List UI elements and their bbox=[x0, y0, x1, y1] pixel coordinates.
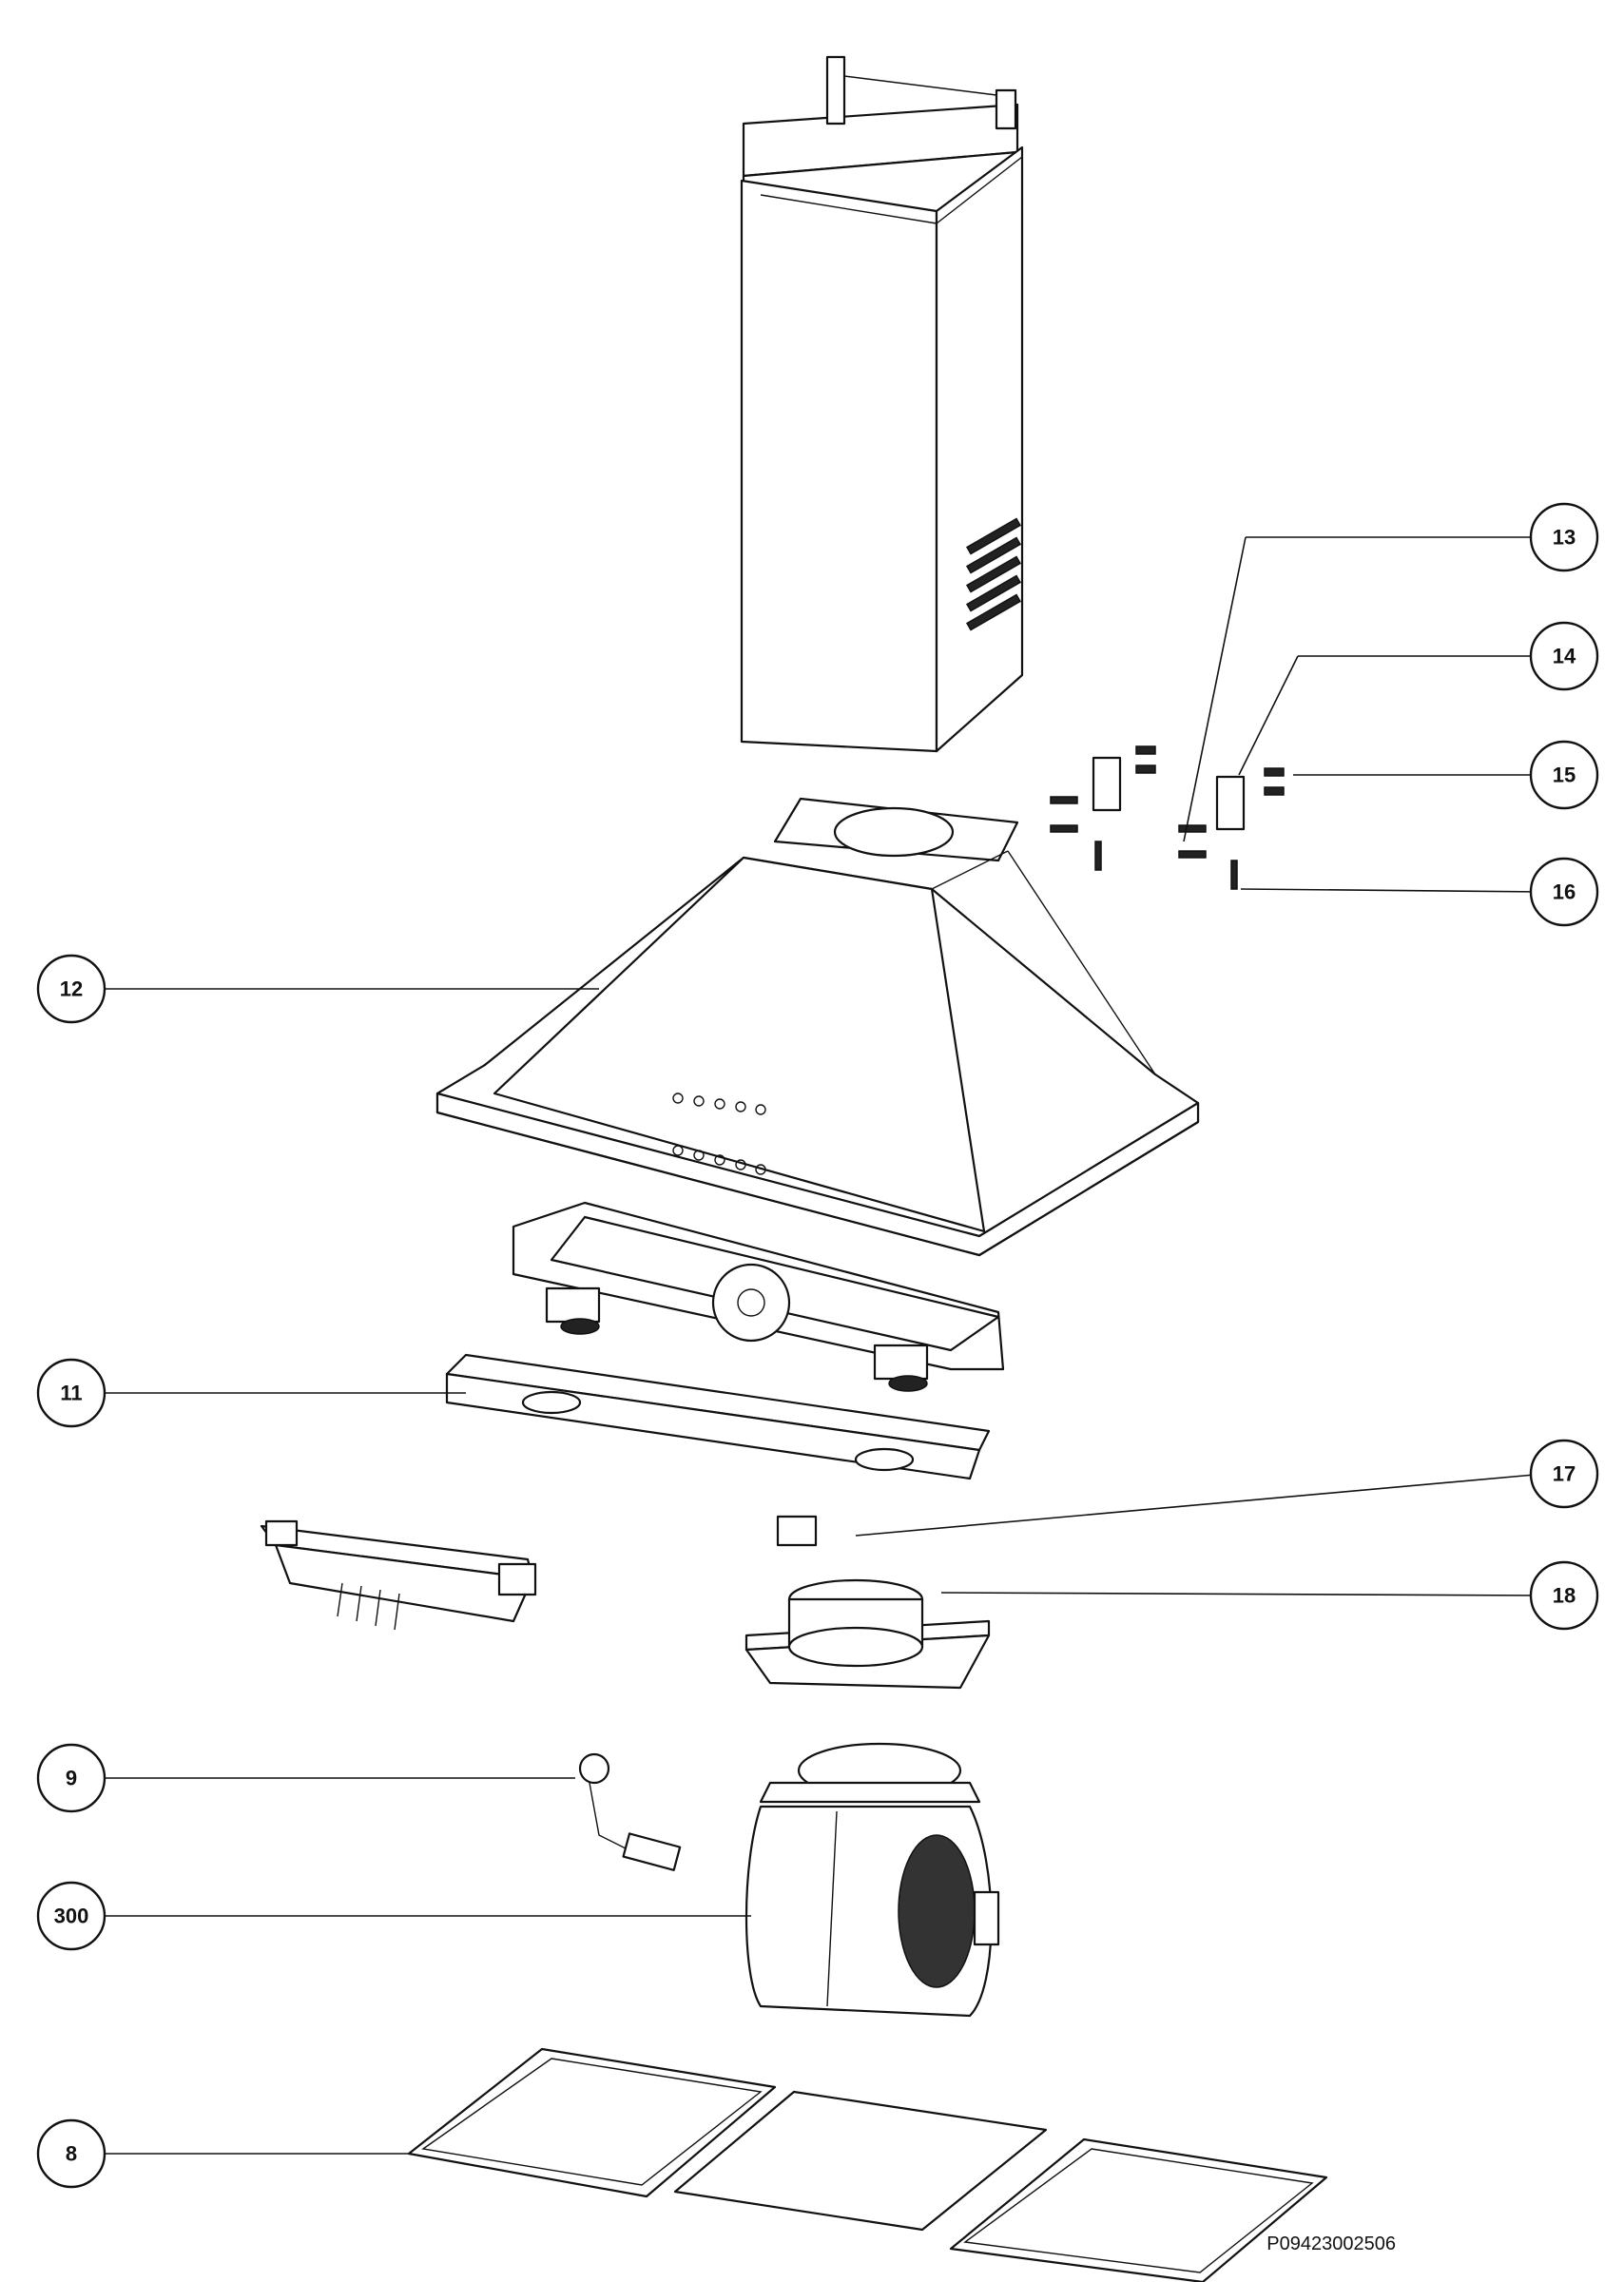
lamp-part bbox=[578, 1752, 682, 1871]
callout-8-label: 8 bbox=[66, 2142, 77, 2166]
callout-15: 15 bbox=[1529, 740, 1599, 810]
callout-9-label: 9 bbox=[66, 1767, 77, 1790]
callout-14-label: 14 bbox=[1553, 645, 1576, 668]
callout-300-label: 300 bbox=[54, 1905, 89, 1928]
callout-300: 300 bbox=[36, 1881, 106, 1951]
leader-lines bbox=[95, 536, 1546, 2155]
callout-9: 9 bbox=[36, 1743, 106, 1813]
callout-13: 13 bbox=[1529, 502, 1599, 572]
callout-17: 17 bbox=[1529, 1439, 1599, 1509]
callout-16: 16 bbox=[1529, 857, 1599, 927]
callout-14: 14 bbox=[1529, 621, 1599, 691]
chimney-duct bbox=[740, 55, 1024, 753]
callout-18: 18 bbox=[1529, 1560, 1599, 1631]
lamp-panel bbox=[445, 1353, 991, 1480]
callout-18-label: 18 bbox=[1553, 1584, 1576, 1608]
grease-filters bbox=[407, 2047, 1328, 2282]
callout-16-label: 16 bbox=[1553, 880, 1576, 904]
motor-chassis bbox=[512, 1201, 1005, 1392]
control-knobs bbox=[672, 1093, 766, 1175]
document-reference-number: P09423002506 bbox=[1266, 2234, 1396, 2254]
clip-part bbox=[776, 1515, 818, 1547]
callout-8: 8 bbox=[36, 2118, 106, 2189]
vent-grille bbox=[965, 517, 1022, 631]
duct-collar bbox=[744, 1578, 991, 1690]
callout-17-label: 17 bbox=[1553, 1462, 1576, 1486]
callout-11: 11 bbox=[36, 1358, 106, 1428]
blower-motor bbox=[744, 1742, 1000, 2018]
canopy-hood bbox=[435, 797, 1200, 1257]
callout-12-label: 12 bbox=[60, 977, 83, 1001]
callout-13-label: 13 bbox=[1553, 526, 1576, 550]
callout-11-label: 11 bbox=[60, 1382, 82, 1405]
control-switch-block bbox=[260, 1519, 537, 1631]
callout-12: 12 bbox=[36, 954, 106, 1024]
callout-15-label: 15 bbox=[1553, 764, 1576, 787]
wall-brackets bbox=[1050, 745, 1285, 890]
